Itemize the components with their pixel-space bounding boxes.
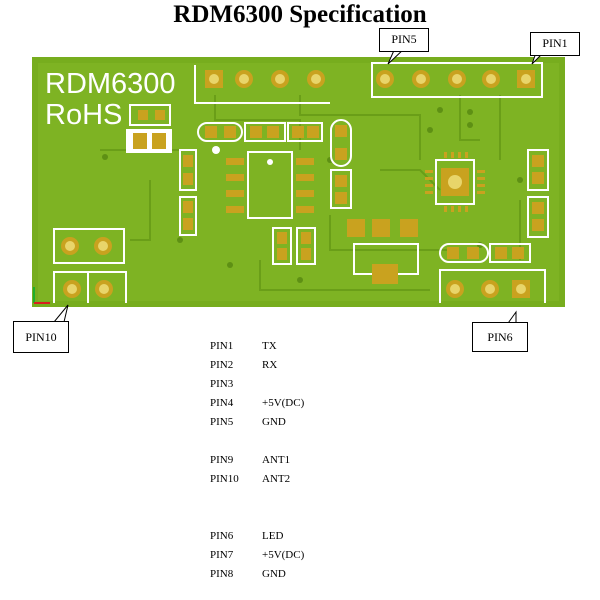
qfn-microcontroller: [425, 152, 485, 212]
pin-function: GND: [262, 416, 286, 428]
pin10-callout: PIN10: [13, 321, 69, 353]
pin-number: PIN5: [210, 416, 234, 428]
pin6-callout: PIN6: [472, 322, 528, 352]
pin-function: RX: [262, 359, 278, 371]
pin-row: PIN7 +5V(DC): [210, 546, 410, 565]
pin-function: ANT2: [262, 473, 291, 485]
pin-number: PIN3: [210, 378, 234, 390]
pin-number: PIN1: [210, 340, 234, 352]
pin-number: PIN6: [210, 530, 234, 542]
pin-row: PIN4 +5V(DC): [210, 394, 410, 413]
pin-number: PIN8: [210, 568, 234, 580]
top-right-pin-header: [371, 62, 543, 98]
silk-rdm6300-label: RDM6300: [45, 68, 176, 100]
pin-function: GND: [262, 568, 286, 580]
pin-function: LED: [262, 530, 284, 542]
antenna-pin-header: [53, 228, 127, 303]
pcb-board-diagram: RDM6300 RoHS: [32, 47, 565, 327]
pin-number: PIN9: [210, 454, 234, 466]
pin-row: PIN9 ANT1: [210, 451, 410, 470]
pin-function: TX: [262, 340, 277, 352]
pin1-callout: PIN1: [530, 32, 580, 56]
smd-components-left: [126, 104, 197, 236]
bottom-right-pin-header: [439, 269, 546, 303]
pin-row: PIN8 GND: [210, 565, 410, 584]
pin-function: +5V(DC): [262, 397, 305, 409]
crystal-component: [197, 119, 352, 209]
pin-row: PIN3: [210, 375, 410, 394]
soic-ic-chip: [226, 151, 314, 219]
pin-number: PIN7: [210, 549, 234, 561]
silk-rohs-label: RoHS: [45, 99, 122, 131]
smd-components-right: [439, 149, 549, 263]
smd-components-center: [272, 219, 419, 284]
pin-number: PIN10: [210, 473, 239, 485]
pin10-callout-pointer: [52, 304, 69, 323]
pin-function: +5V(DC): [262, 549, 305, 561]
pin-row: PIN2 RX: [210, 356, 410, 375]
pin-row: PIN5 GND: [210, 413, 410, 432]
top-left-pin-header: [194, 65, 330, 104]
pin5-callout: PIN5: [379, 28, 429, 52]
pin-number: PIN4: [210, 397, 234, 409]
pin-number: PIN2: [210, 359, 234, 371]
origin-axis-marker: [33, 287, 50, 304]
pin-row: PIN6 LED: [210, 527, 410, 546]
pin-row: PIN10 ANT2: [210, 470, 410, 489]
page-title: RDM6300 Specification: [173, 1, 427, 28]
pin-function: ANT1: [262, 454, 291, 466]
pin-row: PIN1 TX: [210, 337, 410, 356]
